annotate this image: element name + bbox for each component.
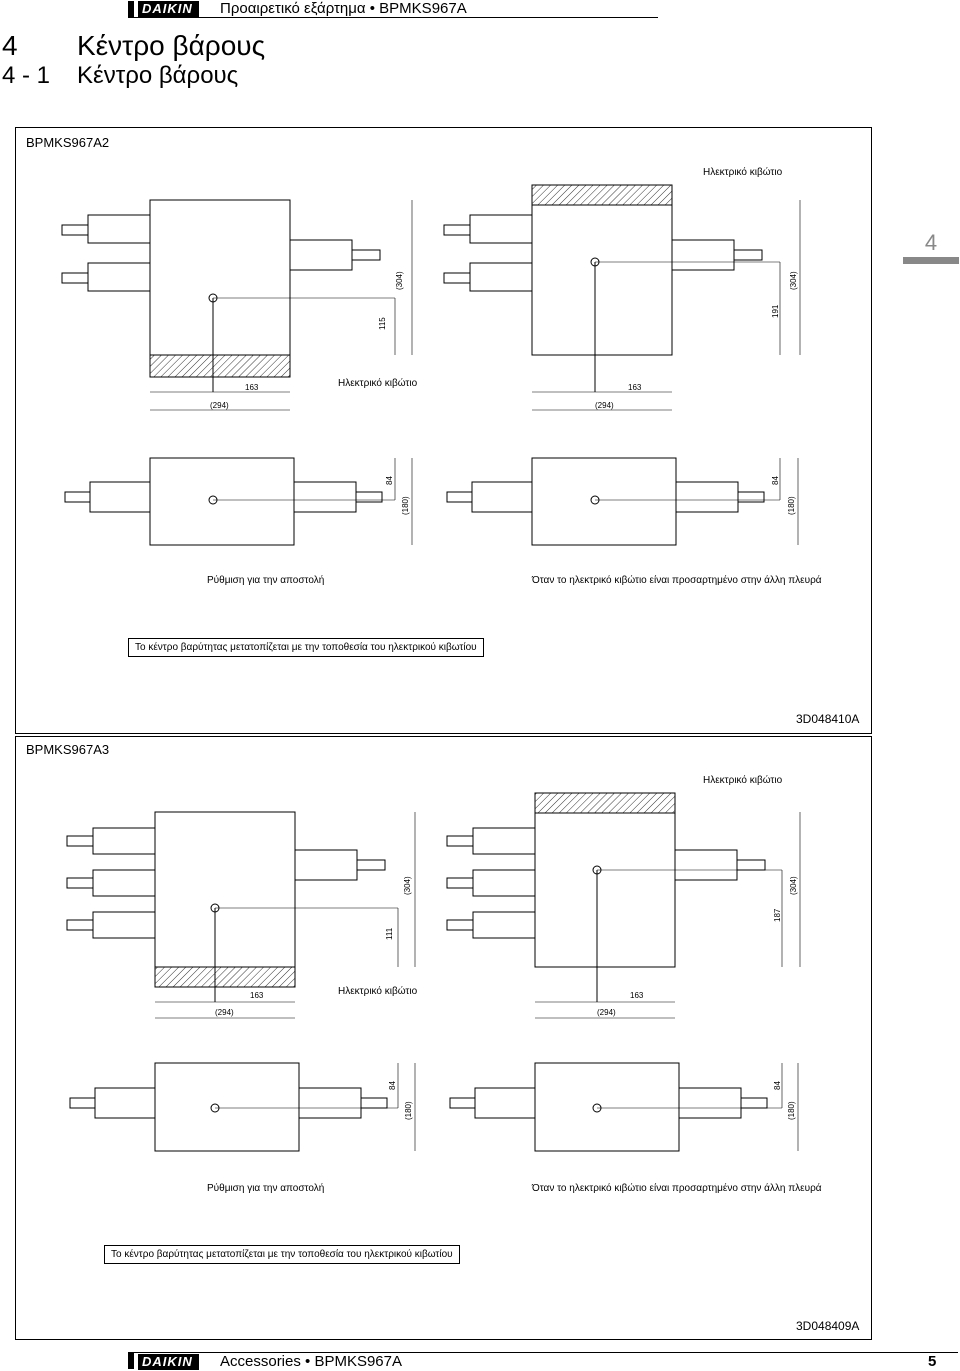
section-number: 4 bbox=[2, 30, 18, 61]
model-label-a3: BPMKS967A3 bbox=[26, 742, 110, 757]
side-view-other-side-a3 bbox=[449, 1062, 799, 1152]
dim-left-cg-a3: 111 bbox=[385, 927, 394, 940]
dim-right-cg-a3: 187 bbox=[773, 908, 782, 922]
pipe-group-right-a2 bbox=[289, 239, 381, 271]
footer-bar bbox=[128, 1353, 134, 1369]
dim-height-left-a2: (304) bbox=[395, 271, 404, 290]
dim-height-right-a2: (304) bbox=[789, 271, 798, 290]
dim-width-left-a3: (294) bbox=[215, 1008, 234, 1017]
dim-height-right-a3: (304) bbox=[789, 876, 798, 895]
side-view-shipping-a2 bbox=[64, 457, 413, 546]
dim-side-left-a3: (180) bbox=[404, 1101, 413, 1120]
footer-title: Accessories • BPMKS967A bbox=[220, 1353, 402, 1370]
plan-view-shipping-a2 bbox=[61, 199, 413, 411]
caption-other-side-a2: Όταν το ηλεκτρικό κιβώτιο είναι προσαρτη… bbox=[532, 575, 822, 586]
dim-width-left-a2: (294) bbox=[210, 401, 229, 410]
section-title: Κέντρο βάρους bbox=[77, 30, 266, 61]
dim-side-cg-left-a2: 84 bbox=[385, 476, 394, 485]
header-rule bbox=[128, 17, 658, 18]
daikin-logo-footer: DAIKIN bbox=[138, 1354, 199, 1370]
elec-box-label-top-a2: Ηλεκτρικό κιβώτιο bbox=[703, 167, 783, 178]
side-view-other-side-a2 bbox=[446, 457, 799, 546]
dim-side-right-a3: (180) bbox=[787, 1101, 796, 1120]
elec-box-label-top-a3: Ηλεκτρικό κιβώτιο bbox=[703, 775, 783, 786]
plan-view-shipping-a3 bbox=[66, 811, 416, 1019]
dim-width-right-a2: (294) bbox=[595, 401, 614, 410]
side-view-shipping-a3 bbox=[69, 1062, 416, 1152]
daikin-logo: DAIKIN bbox=[138, 1, 199, 17]
figure-frame-a2 bbox=[15, 127, 872, 734]
dim-width-cg-right-a3: 163 bbox=[630, 991, 644, 1000]
chapter-tab-bar bbox=[903, 257, 959, 264]
dim-width-cg-right-a2: 163 bbox=[628, 383, 642, 392]
dim-left-cg-a2: 115 bbox=[378, 317, 387, 330]
caption-shipping-a2: Ρύθμιση για την αποστολή bbox=[207, 575, 325, 586]
dim-height-left-a3: (304) bbox=[403, 876, 412, 895]
header-title: Προαιρετικό εξάρτημα • BPMKS967A bbox=[220, 0, 467, 17]
dim-side-cg-left-a3: 84 bbox=[388, 1081, 397, 1090]
dim-width-right-a3: (294) bbox=[597, 1008, 616, 1017]
elec-box-label-bottom-a3: Ηλεκτρικό κιβώτιο bbox=[338, 986, 418, 997]
dim-width-cg-left-a2: 163 bbox=[245, 383, 259, 392]
footer-rule bbox=[128, 1352, 958, 1353]
header-bar bbox=[128, 1, 134, 17]
model-label-a2: BPMKS967A2 bbox=[26, 135, 110, 150]
chapter-tab-number: 4 bbox=[924, 230, 938, 255]
cg-note-a2: Το κέντρο βαρύτητας μετατοπίζεται με την… bbox=[128, 638, 484, 657]
page-number: 5 bbox=[928, 1353, 937, 1370]
doc-number-a2: 3D048410A bbox=[796, 712, 860, 726]
plan-view-other-side-a3 bbox=[446, 792, 801, 1019]
plan-view-other-side-a2 bbox=[443, 184, 801, 411]
dim-right-cg-a2: 191 bbox=[771, 304, 780, 318]
dim-side-right-a2: (180) bbox=[787, 496, 796, 515]
cg-note-a3: Το κέντρο βαρύτητας μετατοπίζεται με την… bbox=[104, 1245, 460, 1264]
caption-other-side-a3: Όταν το ηλεκτρικό κιβώτιο είναι προσαρτη… bbox=[532, 1183, 822, 1194]
subsection-number: 4 - 1 bbox=[2, 62, 51, 89]
dim-side-left-a2: (180) bbox=[401, 496, 410, 515]
subsection-title: Κέντρο βάρους bbox=[77, 62, 239, 89]
dim-side-cg-right-a2: 84 bbox=[771, 476, 780, 485]
elec-box-label-bottom-a2: Ηλεκτρικό κιβώτιο bbox=[338, 378, 418, 389]
figure-frame-a3 bbox=[15, 736, 872, 1340]
doc-number-a3: 3D048409A bbox=[796, 1319, 860, 1333]
caption-shipping-a3: Ρύθμιση για την αποστολή bbox=[207, 1183, 325, 1194]
dim-side-cg-right-a3: 84 bbox=[773, 1081, 782, 1090]
dim-width-cg-left-a3: 163 bbox=[250, 991, 264, 1000]
pipe-group-left-a2 bbox=[61, 214, 151, 292]
